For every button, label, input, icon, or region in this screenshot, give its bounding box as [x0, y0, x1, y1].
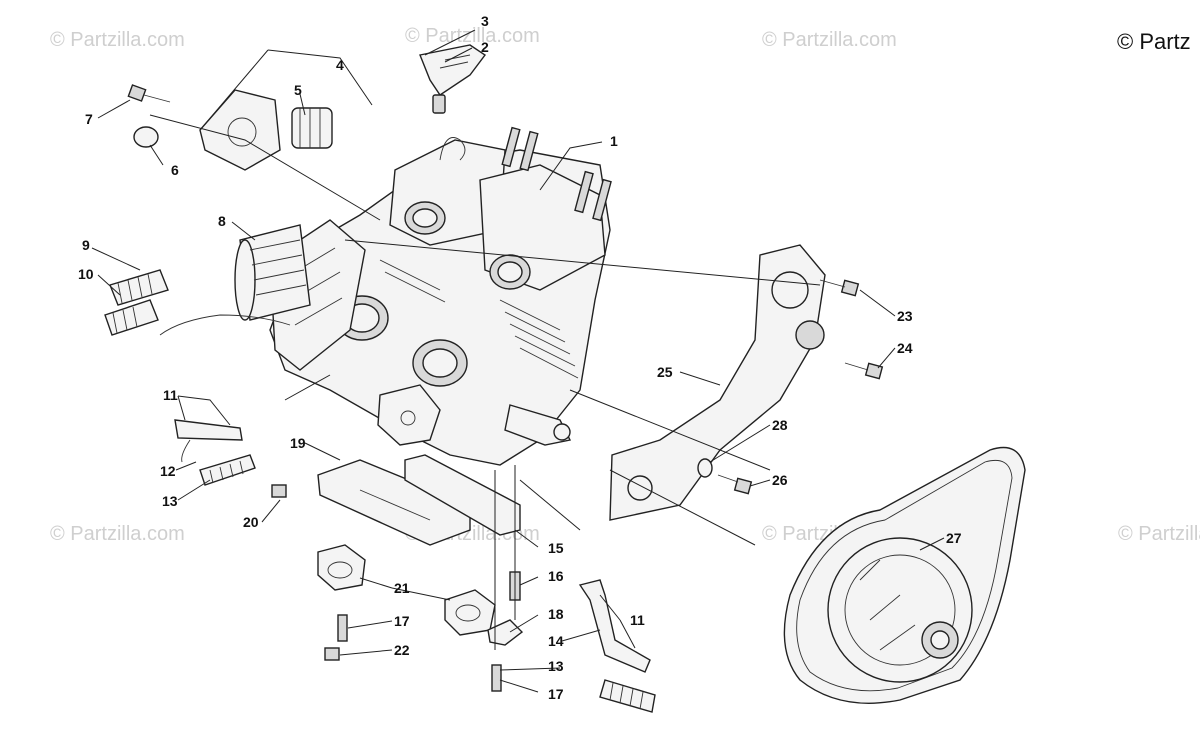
part-17-bolt-left: [337, 614, 348, 642]
callout-16: 16: [548, 568, 564, 584]
callout-22: 22: [394, 642, 410, 658]
callout-5: 5: [294, 82, 302, 98]
part-21-mount-left: [317, 544, 366, 591]
part-23-bolt: [819, 279, 860, 297]
callout-9: 9: [82, 237, 90, 253]
callout-23: 23: [897, 308, 913, 324]
callout-11-left: 11: [163, 387, 178, 403]
callout-13-left: 13: [162, 493, 178, 509]
callout-17-left: 17: [394, 613, 410, 629]
part-15-bracket: [404, 454, 521, 536]
callout-25: 25: [657, 364, 673, 380]
callout-labels: 1 2 3 4 5 6 7 8 9 10 11 11 12 13 13 14 1…: [78, 13, 962, 702]
callout-11-right: 11: [630, 612, 645, 628]
callout-21: 21: [394, 580, 410, 596]
engine-assembly: [269, 126, 612, 466]
callout-8: 8: [218, 213, 226, 229]
part-4-housing: [199, 89, 281, 171]
watermark-top-center: © Partzilla.com: [405, 25, 540, 47]
part-2-3-handle: [419, 44, 487, 114]
callout-19: 19: [290, 435, 306, 451]
callout-7: 7: [85, 111, 93, 127]
part-19-mount-bracket: [317, 459, 471, 546]
part-22-nut: [324, 647, 340, 661]
part-8-filter: [234, 224, 311, 321]
clutch-assembly: [827, 537, 973, 683]
part-21-mount-right: [444, 589, 496, 636]
part-28-washer: [697, 458, 713, 478]
part-25-bracket: [609, 244, 826, 521]
callout-1: 1: [610, 133, 618, 149]
callout-15: 15: [548, 540, 564, 556]
callout-26: 26: [772, 472, 788, 488]
watermark-bottom-left: © Partzilla.com: [50, 523, 185, 545]
part-24-bolt: [844, 362, 884, 380]
part-6-plug: [133, 126, 159, 148]
watermark-top-right: © Partzilla.com: [762, 29, 897, 51]
callout-18: 18: [548, 606, 564, 622]
part-5-impeller: [291, 107, 333, 149]
part-11-14-13-hose-right: [578, 579, 656, 713]
part-20-bolt: [271, 484, 287, 498]
part-9-10-clamps: [104, 269, 291, 336]
callout-28: 28: [772, 417, 788, 433]
callout-17-bottom: 17: [548, 686, 564, 702]
callout-13-bottom: 13: [548, 658, 564, 674]
watermark-bottom-far-right: © Partzilla.com: [1118, 523, 1200, 545]
part-17-bolt-bottom: [491, 664, 502, 692]
callout-3: 3: [481, 13, 489, 29]
callout-24: 24: [897, 340, 913, 356]
part-11-12-13-hose-left: [174, 419, 256, 486]
callout-2: 2: [481, 39, 489, 55]
copyright-corner-text: © Partz: [1117, 29, 1191, 54]
leader-lines: [91, 29, 945, 693]
watermarks: © Partzilla.com © Partzilla.com © Partzi…: [50, 25, 1200, 545]
callout-4: 4: [336, 57, 344, 73]
part-26-bolt: [717, 474, 753, 495]
callout-14: 14: [548, 633, 564, 649]
callout-27: 27: [946, 530, 962, 546]
part-18-clamp: [487, 619, 524, 646]
callout-20: 20: [243, 514, 259, 530]
callout-12: 12: [160, 463, 176, 479]
watermark-top-left: © Partzilla.com: [50, 29, 185, 51]
callout-10: 10: [78, 266, 94, 282]
part-7-bolt: [127, 84, 171, 103]
callout-6: 6: [171, 162, 179, 178]
